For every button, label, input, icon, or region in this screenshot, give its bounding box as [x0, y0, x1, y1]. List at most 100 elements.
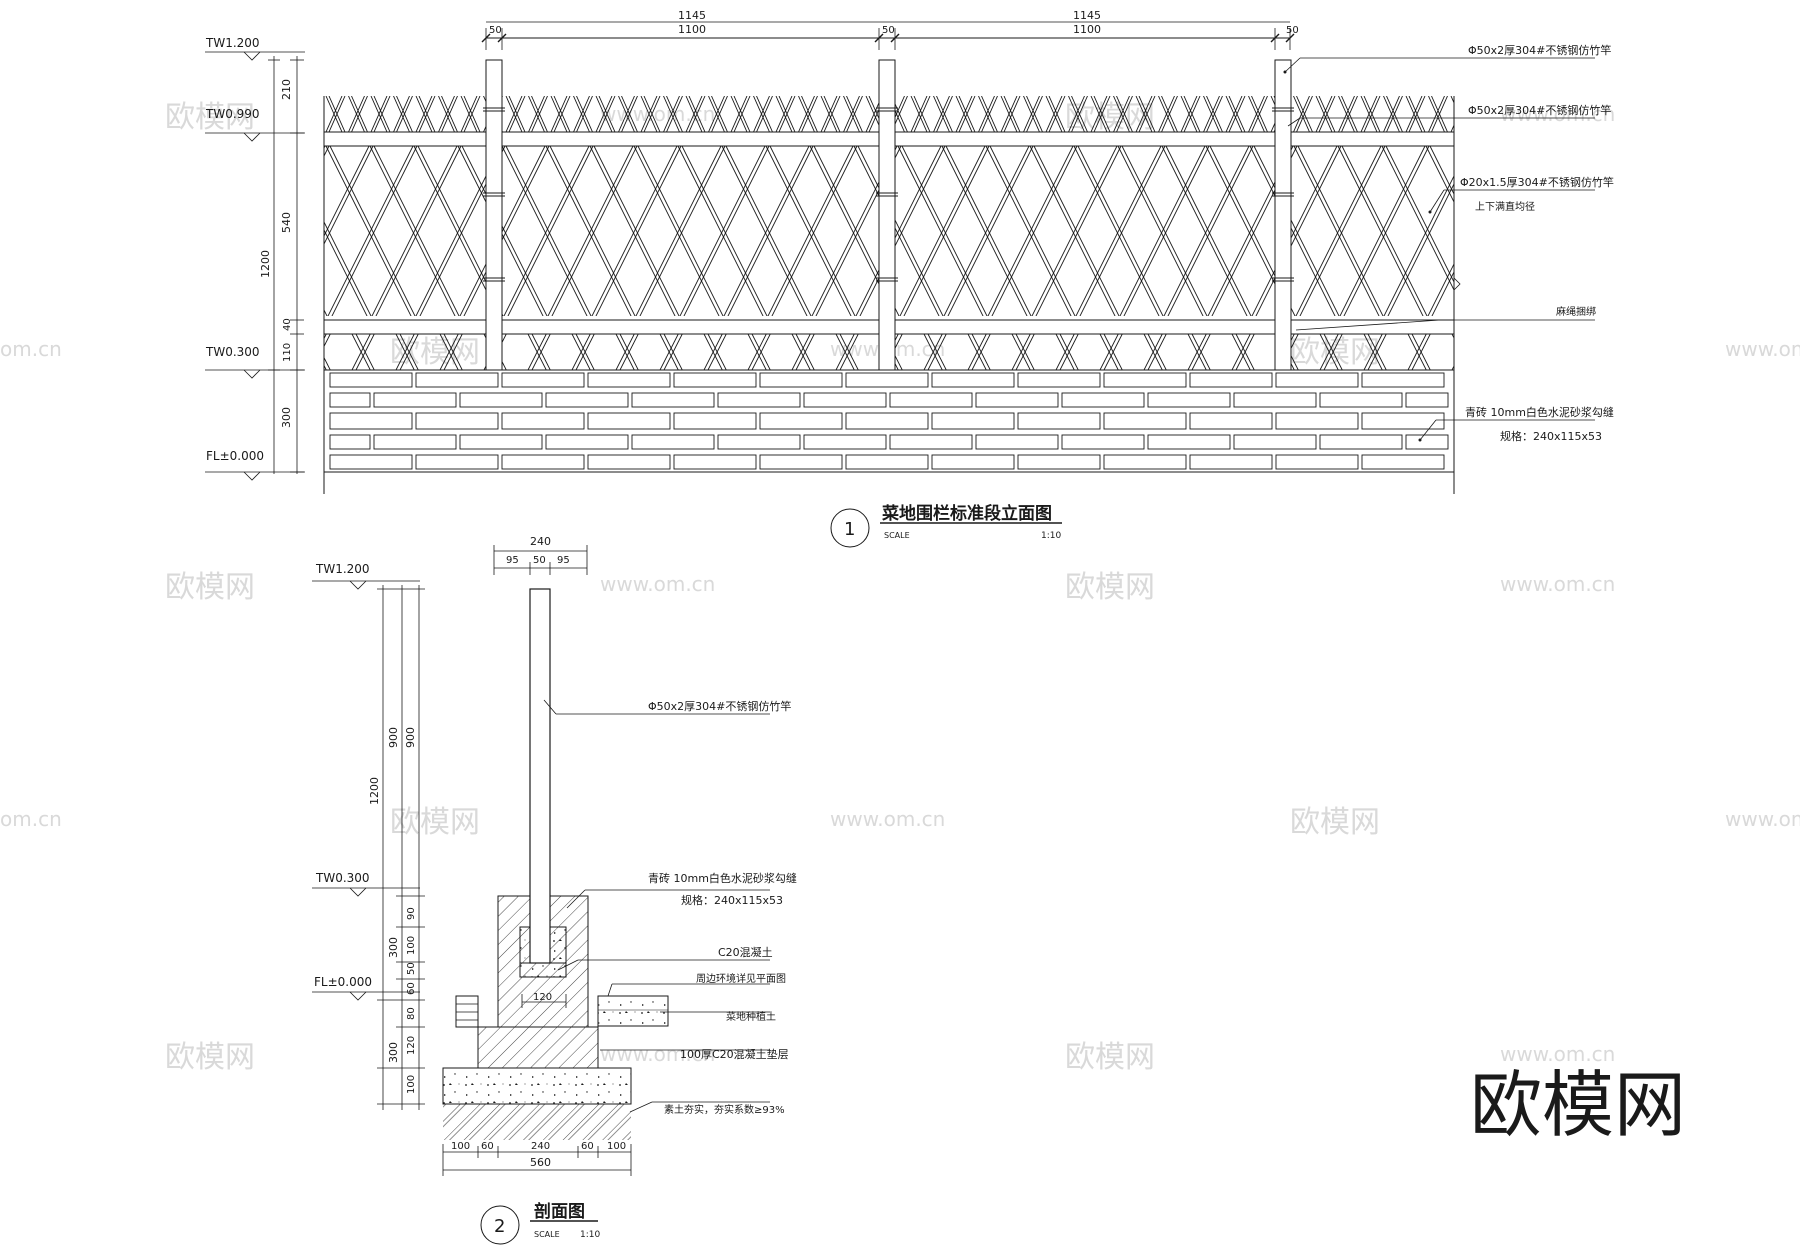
lower-lattice — [324, 334, 1454, 370]
watermark-cn: 欧模网 — [165, 1040, 255, 1075]
watermark-url: www.om.cn — [600, 102, 715, 126]
note-text: 菜地种植土 — [726, 1010, 776, 1023]
bamboo-posts — [483, 59, 1294, 371]
section-view: 240 95 50 95 TW1.200 TW0.300 FL±0.000 — [312, 535, 797, 1245]
dim-text: 1145 — [1073, 9, 1101, 22]
level-label: FL±0.000 — [206, 449, 264, 463]
level-label: TW0.300 — [205, 345, 260, 359]
section-left-dimensions: 1200 900 900 300 90 100 50 60 80 300 120… — [368, 585, 425, 1110]
dim-text: 1200 — [368, 777, 381, 805]
dim-text: 50 — [882, 25, 895, 36]
dim-text: 100 — [406, 1075, 417, 1094]
dim-text: 120 — [406, 1036, 417, 1055]
dim-text: 95 — [557, 555, 570, 566]
watermark-url: www.om.cn — [830, 807, 945, 831]
dim-text: 100 — [406, 936, 417, 955]
watermark-url: om.cn — [0, 807, 62, 831]
dim-text: 900 — [387, 727, 400, 748]
dim-text: 120 — [533, 992, 552, 1003]
note-text: Φ50x2厚304#不锈钢仿竹竿 — [648, 699, 791, 713]
watermark-url: www.om.cn — [1500, 572, 1615, 596]
watermark-url: www.om.cn — [600, 572, 715, 596]
brick-wall — [323, 369, 1455, 473]
watermark-cn: 欧模网 — [165, 570, 255, 605]
watermark-url: www.om.cn — [1500, 102, 1615, 126]
note-text: Φ20x1.5厚304#不锈钢仿竹竿 — [1460, 175, 1614, 189]
watermark-cn: 欧模网 — [165, 100, 255, 135]
section-notes: Φ50x2厚304#不锈钢仿竹竿 青砖 10mm白色水泥砂浆勾缝 规格：240x… — [543, 699, 797, 1116]
watermark-url: www.om.cn — [600, 1042, 715, 1066]
elevation-top-dimensions: 50 1145 1100 50 1145 1100 50 — [481, 9, 1299, 50]
elevation-title-block: 1 菜地围栏标准段立面图 SCALE 1:10 — [830, 503, 1062, 548]
brand-logo: 欧模网 — [1470, 1063, 1686, 1147]
note-text: 100厚C20混凝土垫层 — [680, 1047, 789, 1061]
level-label: TW1.200 — [315, 562, 370, 576]
dim-text: 100 — [451, 1141, 470, 1152]
watermarks: 欧模网 www.om.cn 欧模网 www.om.cn om.cn 欧模网 ww… — [0, 100, 1800, 1075]
note-text: 规格：240x115x53 — [681, 893, 783, 907]
dim-text: 110 — [282, 343, 293, 362]
diamond-lattice — [324, 146, 1454, 316]
note-text: C20混凝土 — [718, 945, 773, 959]
dim-text: 900 — [404, 727, 417, 748]
watermark-url: www.om.c — [1725, 337, 1800, 361]
brand-logo-text: 欧模网 — [1470, 1063, 1686, 1147]
note-text: 上下满直均径 — [1475, 200, 1535, 213]
note-text: 素土夯实，夯实系数≥93% — [664, 1103, 785, 1116]
watermark-url: www.om.c — [1725, 807, 1800, 831]
elevation-level-markers: TW1.200 TW0.990 TW0.300 FL±0.000 — [205, 36, 305, 481]
dim-text: 60 — [481, 1141, 494, 1152]
fence-elevation — [323, 59, 1461, 494]
note-text: 麻绳捆绑 — [1556, 305, 1596, 318]
dim-text: 240 — [530, 535, 551, 548]
note-text: Φ50x2厚304#不锈钢仿竹竿 — [1468, 43, 1611, 57]
watermark-cn: 欧模网 — [1065, 1040, 1155, 1075]
level-label: TW0.990 — [205, 107, 260, 121]
watermark-cn: 欧模网 — [1290, 805, 1380, 840]
section-level-markers: TW1.200 TW0.300 FL±0.000 — [312, 562, 420, 1001]
dim-text: 40 — [282, 318, 293, 331]
dim-text: 210 — [280, 79, 293, 100]
section-bottom-dimensions: 100 60 240 60 100 560 — [442, 1141, 632, 1176]
dim-text: 95 — [506, 555, 519, 566]
dim-text: 300 — [387, 1042, 400, 1063]
dim-text: 80 — [406, 1007, 417, 1020]
watermark-url: www.om.cn — [1500, 1042, 1615, 1066]
dim-text: 100 — [607, 1141, 626, 1152]
watermark-cn: 欧模网 — [390, 805, 480, 840]
note-text: 规格：240x115x53 — [1500, 429, 1602, 443]
view-title: 菜地围栏标准段立面图 — [881, 503, 1052, 524]
note-text: 青砖 10mm白色水泥砂浆勾缝 — [648, 871, 797, 885]
section-top-dimensions: 240 95 50 95 — [493, 535, 588, 575]
watermark-url: om.cn — [0, 337, 62, 361]
dim-text: 1100 — [678, 23, 706, 36]
dim-text: 50 — [1286, 25, 1299, 36]
dim-text: 60 — [406, 982, 417, 995]
scale-value: 1:10 — [1041, 531, 1061, 541]
dim-text: 540 — [280, 212, 293, 233]
view-number: 1 — [844, 519, 855, 540]
elevation-view: 50 1145 1100 50 1145 1100 50 TW1.200 TW0… — [205, 9, 1614, 548]
dim-text: 300 — [280, 407, 293, 428]
level-label: TW1.200 — [205, 36, 260, 50]
elevation-left-dimensions: 210 540 1200 40 110 300 — [259, 56, 304, 474]
dim-text: 240 — [531, 1141, 550, 1152]
top-cross-bamboo — [325, 96, 1454, 132]
scale-label: SCALE — [884, 531, 910, 540]
section-title-block: 2 剖面图 SCALE 1:10 — [480, 1201, 600, 1245]
dim-text: 1100 — [1073, 23, 1101, 36]
note-text: Φ50x2厚304#不锈钢仿竹竿 — [1468, 103, 1611, 117]
dim-text: 50 — [406, 962, 417, 975]
elevation-notes: Φ50x2厚304#不锈钢仿竹竿 Φ50x2厚304#不锈钢仿竹竿 Φ20x1.… — [1283, 43, 1614, 443]
note-text: 青砖 10mm白色水泥砂浆勾缝 — [1465, 405, 1614, 419]
level-label: FL±0.000 — [314, 975, 372, 989]
dim-text: 1145 — [678, 9, 706, 22]
note-text: 周边环境详见平面图 — [696, 972, 786, 985]
scale-label: SCALE — [534, 1230, 560, 1239]
section-structure: 120 — [442, 588, 669, 1140]
watermark-cn: 欧模网 — [1065, 570, 1155, 605]
dim-text: 50 — [533, 555, 546, 566]
dim-text: 90 — [406, 907, 417, 920]
view-title: 剖面图 — [534, 1201, 585, 1222]
